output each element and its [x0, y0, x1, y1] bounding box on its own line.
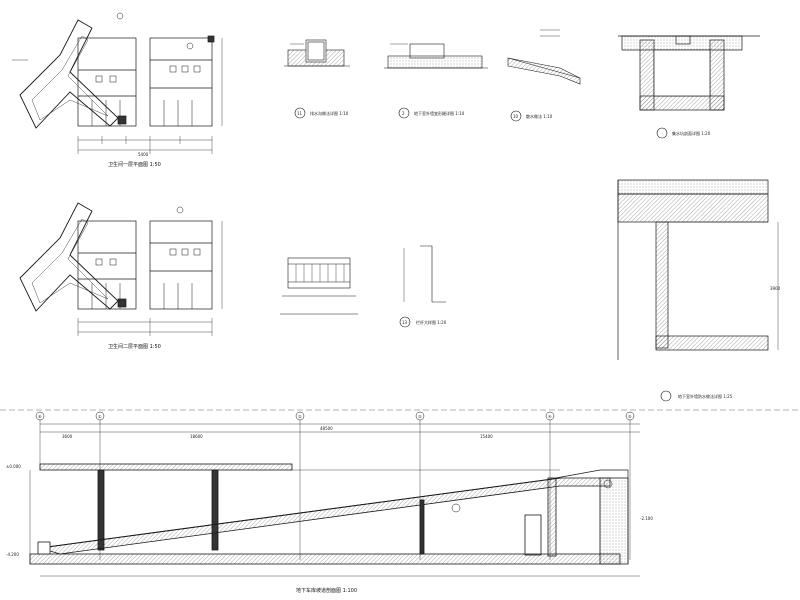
ramp-section: [29, 420, 640, 577]
plan-upper: [12, 12, 223, 154]
detail-marker-10: [510, 110, 522, 122]
grid-axes: [35, 411, 635, 421]
title-detail-10: 散水做法 1:10: [526, 113, 553, 119]
elev-bottom: -4.200: [6, 552, 19, 557]
detail-marker-pit: [656, 127, 668, 139]
detail-num-13: 13: [402, 320, 408, 325]
grid-axis-1: ①: [98, 414, 102, 419]
title-wall-section: 地下室外墙防水做法详图 1:25: [678, 393, 733, 399]
title-pit-section: 集水坑剖面详图 1:20: [672, 130, 711, 136]
dim-ramp-total: 48500: [320, 426, 333, 431]
title-railing: 栏杆大样图 1:20: [416, 319, 447, 325]
pit-section: [618, 35, 760, 111]
title-detail-2: 地下室外墙变形缝详图 1:10: [414, 110, 465, 116]
detail-marker-13: [399, 316, 411, 328]
title-plan-upper: 卫生间一层平面图 1:50: [108, 161, 161, 168]
title-detail-11: 排水沟做法详图 1:10: [310, 110, 349, 116]
detail-num-2: 2: [402, 111, 405, 116]
dim-plan-width-upper: 5400: [138, 152, 149, 157]
detail-11: [284, 39, 350, 67]
title-plan-lower: 卫生间二层平面图 1:50: [108, 343, 161, 350]
grid-axis-5: ⑤: [628, 414, 632, 419]
detail-10: [507, 29, 581, 85]
detail-marker-wall: [660, 390, 672, 402]
dim-wall-height: 3900: [770, 286, 781, 291]
title-ramp-section: 地下车库坡道剖面图 1:100: [296, 587, 357, 594]
elev-mid: -2.100: [640, 516, 653, 521]
plan-lower: [19, 202, 223, 336]
dim-ramp-seg2: 18600: [190, 434, 203, 439]
detail-num-10: 10: [513, 114, 519, 119]
grid-axis-6: ⑥: [38, 414, 42, 419]
detail-marker-2: [398, 107, 410, 119]
grid-axis-4: ④: [548, 414, 552, 419]
elev-top: ±0.000: [6, 464, 21, 469]
detail-num-11: 11: [297, 111, 303, 116]
dim-ramp-seg1: 3600: [62, 434, 73, 439]
detail-marker-11: [294, 107, 306, 119]
grid-axis-3: ③: [418, 414, 422, 419]
wall-section: [617, 179, 779, 360]
dim-ramp-seg3: 15400: [480, 434, 493, 439]
detail-2: [384, 43, 488, 69]
grid-axis-2: ②: [298, 414, 302, 419]
railing-detail: [280, 245, 446, 315]
